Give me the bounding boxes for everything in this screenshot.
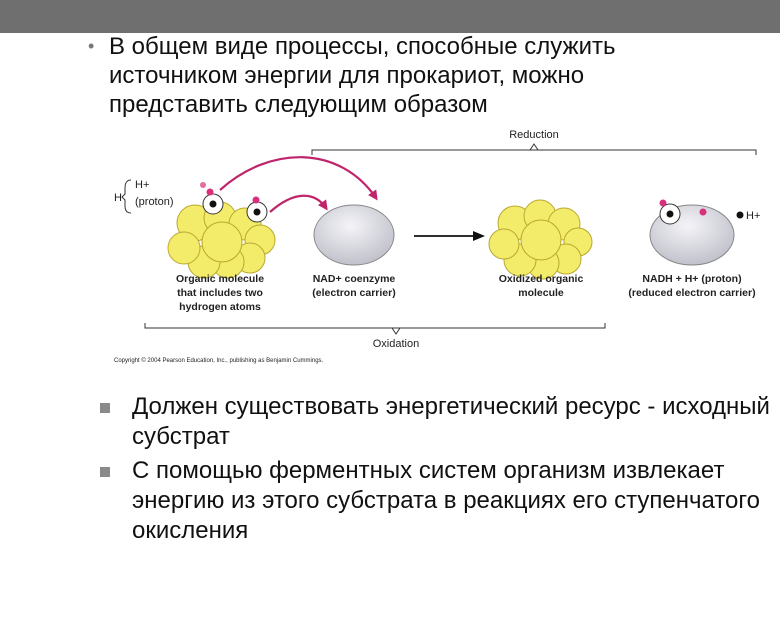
- slide-top-bar: [0, 0, 780, 33]
- h-brace: [122, 180, 131, 213]
- square-bullet-icon: [100, 403, 110, 413]
- reduction-bracket: [312, 150, 756, 155]
- electron-transfer-arrow-1: [220, 157, 376, 198]
- oxidized-label-line-1: Oxidized organic: [499, 273, 584, 285]
- organic-label-line-2: that includes two: [177, 287, 263, 299]
- oxidation-label: Oxidation: [373, 338, 419, 350]
- organic-label-line-3: hydrogen atoms: [179, 301, 261, 313]
- bullet-text: Должен существовать энергетический ресур…: [132, 392, 770, 452]
- free-proton: [737, 212, 744, 219]
- square-bullet-icon: [100, 467, 110, 477]
- nadh-label-line-2: (reduced electron carrier): [628, 287, 755, 299]
- proton-label: (proton): [135, 196, 174, 208]
- nad-label-line-1: NAD+ coenzyme: [313, 273, 396, 285]
- redox-diagram: Reduction H H+ (proton): [100, 120, 780, 370]
- hydrogen-atom-1: [203, 189, 223, 215]
- organic-label-line-1: Organic molecule: [176, 273, 264, 285]
- nadh-hydrogen-atom: [660, 200, 681, 225]
- reduction-label: Reduction: [509, 129, 559, 141]
- redox-diagram-svg: Reduction H H+ (proton): [100, 120, 780, 370]
- oxidized-label-line-2: molecule: [518, 287, 564, 299]
- bullet-list: Должен существовать энергетический ресур…: [100, 392, 770, 550]
- electron-transfer-arrow-2: [270, 196, 326, 212]
- h-symbol-label: H: [114, 192, 122, 204]
- intro-text: В общем виде процессы, способные служить…: [109, 32, 728, 119]
- list-item: Должен существовать энергетический ресур…: [100, 392, 770, 452]
- bullet-text: С помощью ферментных систем организм изв…: [132, 456, 770, 546]
- nad-label-line-2: (electron carrier): [312, 287, 395, 299]
- h-plus-label: H+: [135, 179, 149, 191]
- intro-paragraph: • В общем виде процессы, способные служи…: [88, 32, 728, 119]
- oxidation-bracket: [145, 323, 605, 328]
- nad-coenzyme: [314, 205, 394, 265]
- oxidized-organic-molecule: [489, 200, 592, 279]
- list-item: С помощью ферментных систем организм изв…: [100, 456, 770, 546]
- copyright-text: Copyright © 2004 Pearson Education, Inc.…: [114, 357, 324, 364]
- nadh-label-line-1: NADH + H+ (proton): [642, 273, 741, 285]
- product-h-plus-label: H+: [746, 210, 760, 222]
- hydrogen-atom-2: [247, 197, 267, 223]
- intro-bullet: •: [88, 32, 94, 61]
